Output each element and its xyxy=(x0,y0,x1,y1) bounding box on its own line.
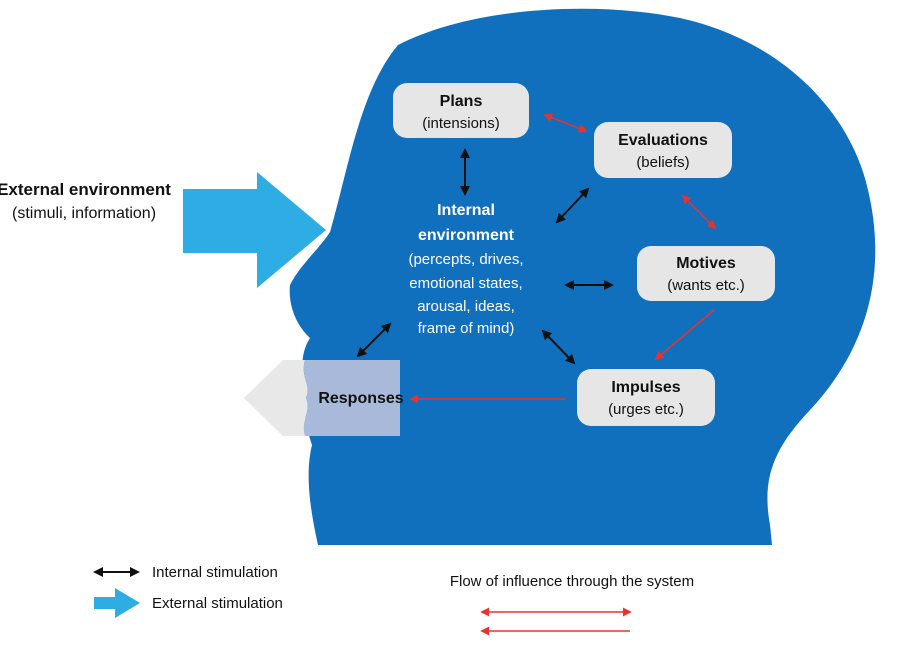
responses-title: Responses xyxy=(318,390,403,407)
plans-box xyxy=(393,83,529,138)
internal-environment-line-3: (percepts, drives, xyxy=(408,251,523,268)
internal-environment-line-1: Internal xyxy=(437,202,495,219)
motives-box xyxy=(637,246,775,301)
flow-arrow-motives-impulses xyxy=(654,309,715,361)
evaluations-subtitle: (beliefs) xyxy=(636,154,689,171)
flow-arrows xyxy=(409,113,717,404)
external-environment-subtitle: (stimuli, information) xyxy=(12,205,156,222)
external-environment-title: External environment xyxy=(0,180,171,199)
evaluations-box xyxy=(594,122,732,178)
legend: Internal stimulation External stimulatio… xyxy=(93,564,694,636)
mouth-arrow xyxy=(244,360,308,436)
impulses-subtitle: (urges etc.) xyxy=(608,401,684,418)
internal-arrows xyxy=(356,148,614,365)
legend-external-label: External stimulation xyxy=(152,595,283,612)
plans-node: Plans (intensions) xyxy=(422,93,500,132)
legend-internal-label: Internal stimulation xyxy=(152,564,278,581)
internal-environment-line-4: emotional states, xyxy=(409,275,522,292)
internal-environment-line-2: environment xyxy=(418,227,515,244)
external-stimulation-arrow xyxy=(183,172,326,288)
impulses-box xyxy=(577,369,715,426)
internal-environment-label: Internal environment (percepts, drives, … xyxy=(408,202,523,337)
flow-arrow-evaluations-motives xyxy=(681,194,717,230)
evaluations-title: Evaluations xyxy=(618,132,708,149)
plans-subtitle: (intensions) xyxy=(422,115,500,132)
internal-arrow-evaluations xyxy=(555,187,590,224)
motives-node: Motives (wants etc.) xyxy=(667,255,745,294)
motives-subtitle: (wants etc.) xyxy=(667,277,745,294)
responses-box xyxy=(303,360,400,436)
impulses-node: Impulses (urges etc.) xyxy=(608,379,684,418)
internal-arrow-impulses xyxy=(541,329,576,365)
legend-flow-label: Flow of influence through the system xyxy=(450,573,694,590)
legend-external-arrow xyxy=(94,588,140,618)
impulses-title: Impulses xyxy=(611,379,680,396)
internal-arrow-responses xyxy=(356,322,392,358)
evaluations-node: Evaluations (beliefs) xyxy=(618,132,708,171)
plans-title: Plans xyxy=(440,93,483,110)
internal-environment-line-5: arousal, ideas, xyxy=(417,298,515,315)
motives-title: Motives xyxy=(676,255,736,272)
internal-environment-line-6: frame of mind) xyxy=(418,320,515,337)
flow-arrow-plans-evaluations xyxy=(543,113,588,133)
head-silhouette xyxy=(289,8,876,545)
